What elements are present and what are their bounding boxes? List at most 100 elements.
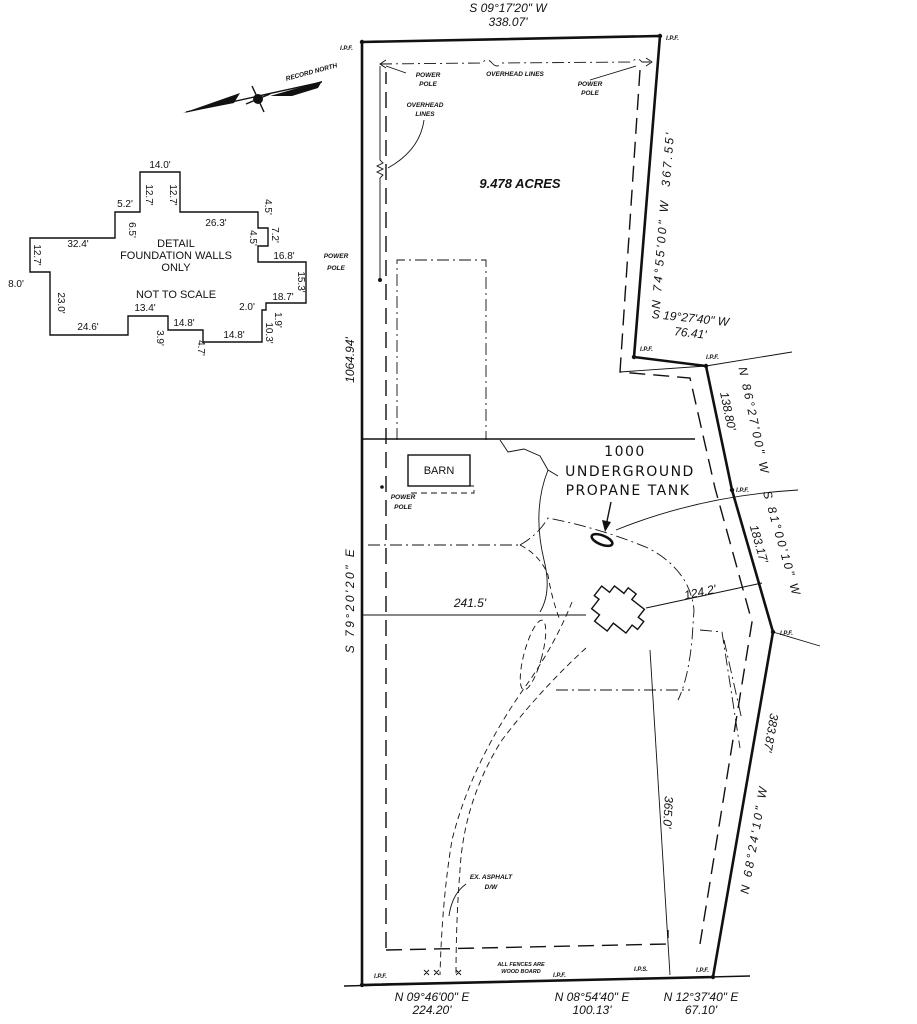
setback-line-east (619, 69, 753, 945)
detail-title-1: DETAIL (157, 238, 195, 250)
power-pole-marker (380, 485, 384, 489)
fence-x-mark (423, 969, 462, 976)
detail-dim: 16.8' (273, 251, 294, 262)
north-distance: 338.07' (489, 15, 529, 29)
adjoining-line (619, 365, 707, 373)
gas-line (615, 489, 799, 531)
pin-label: I.P.F. (553, 973, 566, 979)
south-2-bearing: N 08°54'40" E (555, 990, 631, 1004)
pin-marker (710, 974, 716, 980)
propane-tank-label-1: 1000 (604, 444, 646, 460)
compass-star-icon (245, 85, 271, 113)
driveway-leader (448, 883, 467, 917)
driveway-label-1: EX. ASPHALT (470, 874, 513, 881)
pin-label: I.P.F. (696, 968, 709, 974)
detail-dim: 12.7' (167, 184, 178, 205)
detail-dim: 14.0' (149, 160, 170, 171)
east-1-bearing: N 74°55'00" W (649, 198, 672, 309)
east-2-distance: 76.41' (674, 324, 708, 341)
pin-label: I.P.F. (666, 36, 679, 42)
overhead-line-west (375, 66, 385, 280)
pin-marker (359, 982, 365, 988)
foundation-outline (29, 171, 307, 343)
dimension-line-east (645, 582, 763, 609)
west-bearing: S 79°20'20" E (343, 547, 357, 654)
propane-tank-icon (590, 532, 614, 548)
barn-label: BARN (424, 465, 455, 477)
north-arrow-head (183, 93, 240, 113)
field-line (519, 517, 695, 701)
propane-tank-label-2: UNDERGROUND (565, 464, 695, 480)
adjoining-line (772, 631, 821, 647)
detail-dim: 7.2' (269, 227, 280, 243)
east-1-distance: 367.55' (659, 130, 677, 187)
propane-arrow-head (602, 520, 611, 532)
plat-labels: POWER POLE POWER POLE POWER POLE POWER P… (324, 71, 695, 975)
record-north-label: RECORD NORTH (285, 62, 338, 83)
detail-dim: 24.6' (77, 322, 98, 333)
dimension-house-to-south: 365.0' (660, 796, 676, 830)
power-pole-label: POLE (581, 90, 599, 97)
dimension-west-to-house: 241.5' (453, 596, 487, 610)
detail-dim: 4.5' (247, 230, 258, 246)
driveway: EX. ASPHALT D/W (439, 601, 587, 976)
pin-label: I.P.F. (706, 355, 719, 361)
power-pole-leader (589, 65, 637, 81)
detail-dim: 12.7' (143, 184, 154, 205)
power-pole-label: POLE (327, 265, 345, 272)
driveway-label-2: D/W (485, 884, 499, 891)
detail-dim: 15.3' (295, 271, 306, 292)
detail-dim: 26.3' (205, 218, 226, 229)
pin-marker (729, 487, 735, 493)
pasture-fence (396, 259, 487, 440)
driveway-edge (439, 601, 573, 976)
dimension-lines: 241.5' 124.2' 365.0' (362, 582, 763, 976)
power-pole-leader (385, 65, 407, 74)
east-1-label: N 74°55'00" W 367.55' (649, 130, 677, 309)
power-pole-label: POWER (324, 253, 349, 260)
east-3-bearing: N 86°27'00" W (736, 366, 773, 477)
structures: BARN (407, 454, 799, 634)
barn-lean-to (408, 485, 475, 494)
detail-dim: 14.8' (173, 318, 194, 329)
detail-note: NOT TO SCALE (136, 289, 216, 301)
overhead-line-arrow (379, 57, 653, 69)
power-pole-label: POLE (394, 504, 412, 511)
property-boundary-group: I.P.F. I.P.F. I.P.F. I.P.F. I.P.F. I.P.F… (340, 33, 821, 988)
detail-dim: 5.2' (117, 199, 133, 210)
detail-dim: 14.8' (223, 330, 244, 341)
overhead-lines-label-top: OVERHEAD LINES (486, 71, 544, 78)
detail-title-3: ONLY (161, 262, 191, 274)
propane-tank-label-3: PROPANE TANK (566, 483, 691, 499)
driveway-edge (455, 647, 587, 976)
detail-dim: 13.4' (134, 303, 155, 314)
detail-dim: 12.7' (31, 244, 42, 265)
detail-dim: 6.5' (126, 222, 137, 238)
power-pole-label: POWER (391, 494, 416, 501)
overhead-lines-label-west: LINES (415, 111, 435, 118)
house-footprint (590, 584, 646, 634)
pin-marker (631, 354, 637, 360)
pin-label: I.P.F. (640, 347, 653, 353)
pin-label: I.P.F. (340, 46, 353, 52)
boundary-labels: S 09°17'20" W 338.07' N 74°55'00" W 367.… (343, 1, 804, 1017)
property-boundary (360, 34, 775, 987)
west-distance: 1064.94' (343, 336, 357, 382)
record-north-arrow: RECORD NORTH (183, 62, 338, 113)
foundation-detail: DETAIL FOUNDATION WALLS ONLY NOT TO SCAL… (8, 160, 307, 356)
driveway-island (519, 619, 547, 691)
north-arrow-tail (270, 81, 322, 96)
detail-dim: 23.0' (55, 292, 66, 313)
detail-dim: 4.5' (262, 199, 273, 215)
south-1-distance: 224.20' (412, 1003, 453, 1017)
pin-marker (657, 33, 663, 39)
fence-note-2: WOOD BOARD (501, 969, 540, 975)
power-pole-label: POLE (419, 81, 437, 88)
setback-line-south (385, 930, 669, 951)
power-pole-label: POWER (416, 72, 441, 79)
south-3-distance: 67.10' (685, 1003, 718, 1017)
road-line (343, 975, 751, 987)
adjoining-line (705, 351, 793, 367)
south-3-bearing: N 12°37'40" E (664, 990, 740, 1004)
